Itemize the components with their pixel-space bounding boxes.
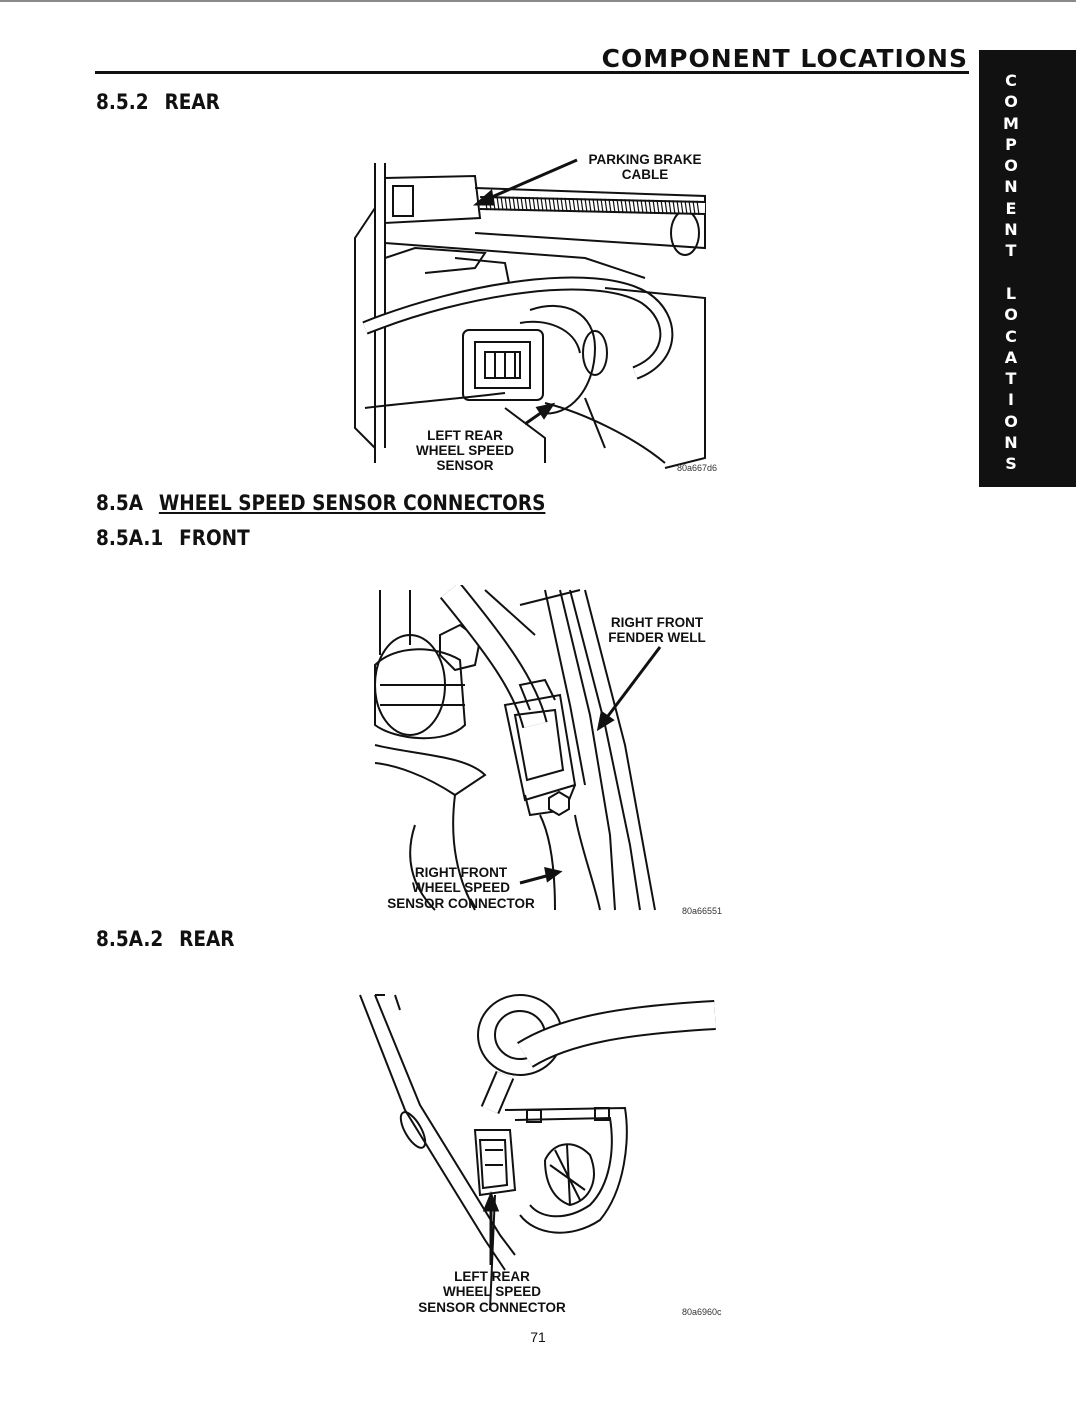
page-number: 71 — [530, 1329, 546, 1345]
side-tab-letter: O — [1004, 305, 1018, 325]
callout-lr-connector-line2: WHEEL SPEED — [443, 1284, 541, 1299]
callout-fender-well-line2: FENDER WELL — [608, 630, 706, 645]
callout-parking-brake-line2: CABLE — [622, 167, 669, 182]
callout-left-rear-sensor-line2: WHEEL SPEED — [416, 443, 514, 458]
side-tab-letter: L — [1005, 283, 1017, 303]
side-tab-letter: N — [1004, 177, 1018, 197]
heading-number: 8.5.2 — [96, 90, 149, 114]
heading-number: 8.5A — [96, 491, 144, 515]
side-tab-letter: O — [1004, 156, 1018, 176]
callout-left-rear-sensor-line1: LEFT REAR — [427, 428, 503, 443]
heading-number: 8.5A.2 — [96, 927, 164, 951]
header-rule — [95, 71, 969, 74]
callout-parking-brake-line1: PARKING BRAKE — [588, 152, 701, 167]
side-tab-letter: T — [1005, 241, 1017, 261]
side-tab-letter: E — [1005, 198, 1017, 218]
figure-right-front-connector: RIGHT FRONT FENDER WELL RIGHT FRONT WHEE… — [355, 585, 735, 920]
side-tab-letter — [979, 262, 1043, 283]
heading-8-5a: 8.5A WHEEL SPEED SENSOR CONNECTORS — [96, 491, 545, 515]
side-tab-letter: S — [1005, 454, 1017, 474]
side-tab-letter: C — [1005, 326, 1017, 346]
side-tab-letter: M — [1003, 113, 1019, 133]
callout-fender-well-line1: RIGHT FRONT — [611, 615, 704, 630]
heading-8-5a-2: 8.5A.2 REAR — [96, 927, 235, 951]
heading-number: 8.5A.1 — [96, 526, 164, 550]
page-header-title: COMPONENT LOCATIONS — [601, 44, 968, 73]
side-tab-letter: C — [1005, 71, 1017, 90]
figure-2-illustration: RIGHT FRONT FENDER WELL RIGHT FRONT WHEE… — [374, 585, 722, 916]
side-tab-letter: I — [1008, 390, 1014, 410]
figure-code: 80a6960c — [682, 1307, 722, 1317]
callout-rf-connector-line1: RIGHT FRONT — [415, 865, 508, 880]
figure-code: 80a66551 — [682, 906, 722, 916]
callout-left-rear-sensor-line3: SENSOR — [436, 458, 493, 473]
side-tab-letter: P — [1005, 134, 1017, 154]
figure-1-illustration: PARKING BRAKE CABLE LEFT REAR WHEEL SPEE… — [354, 152, 717, 473]
top-border — [0, 0, 1076, 2]
heading-title: FRONT — [179, 526, 250, 550]
callout-lr-connector-line1: LEFT REAR — [454, 1269, 530, 1284]
figure-left-rear-connector: LEFT REAR WHEEL SPEED SENSOR CONNECTOR 8… — [355, 990, 735, 1322]
figure-parking-brake-sensor: PARKING BRAKE CABLE LEFT REAR WHEEL SPEE… — [345, 148, 735, 478]
callout-lr-connector-line3: SENSOR CONNECTOR — [418, 1300, 566, 1315]
heading-title: WHEEL SPEED SENSOR CONNECTORS — [158, 491, 546, 515]
heading-8-5a-1: 8.5A.1 FRONT — [96, 526, 250, 550]
figure-code: 80a667d6 — [677, 463, 717, 473]
callout-rf-connector-line2: WHEEL SPEED — [412, 880, 510, 895]
heading-8-5-2: 8.5.2 REAR — [96, 90, 220, 114]
side-tab-letter: N — [1004, 220, 1018, 240]
side-tab-letter: N — [1004, 433, 1018, 453]
callout-rf-connector-line3: SENSOR CONNECTOR — [387, 896, 535, 911]
figure-3-illustration: LEFT REAR WHEEL SPEED SENSOR CONNECTOR 8… — [359, 994, 722, 1317]
side-tab-letter: T — [1005, 369, 1017, 389]
side-tab-letter: O — [1004, 411, 1018, 431]
heading-title: REAR — [164, 90, 220, 114]
side-tab-letter: O — [1004, 92, 1018, 112]
heading-title: REAR — [179, 927, 235, 951]
side-tab-letter: A — [1004, 347, 1018, 367]
